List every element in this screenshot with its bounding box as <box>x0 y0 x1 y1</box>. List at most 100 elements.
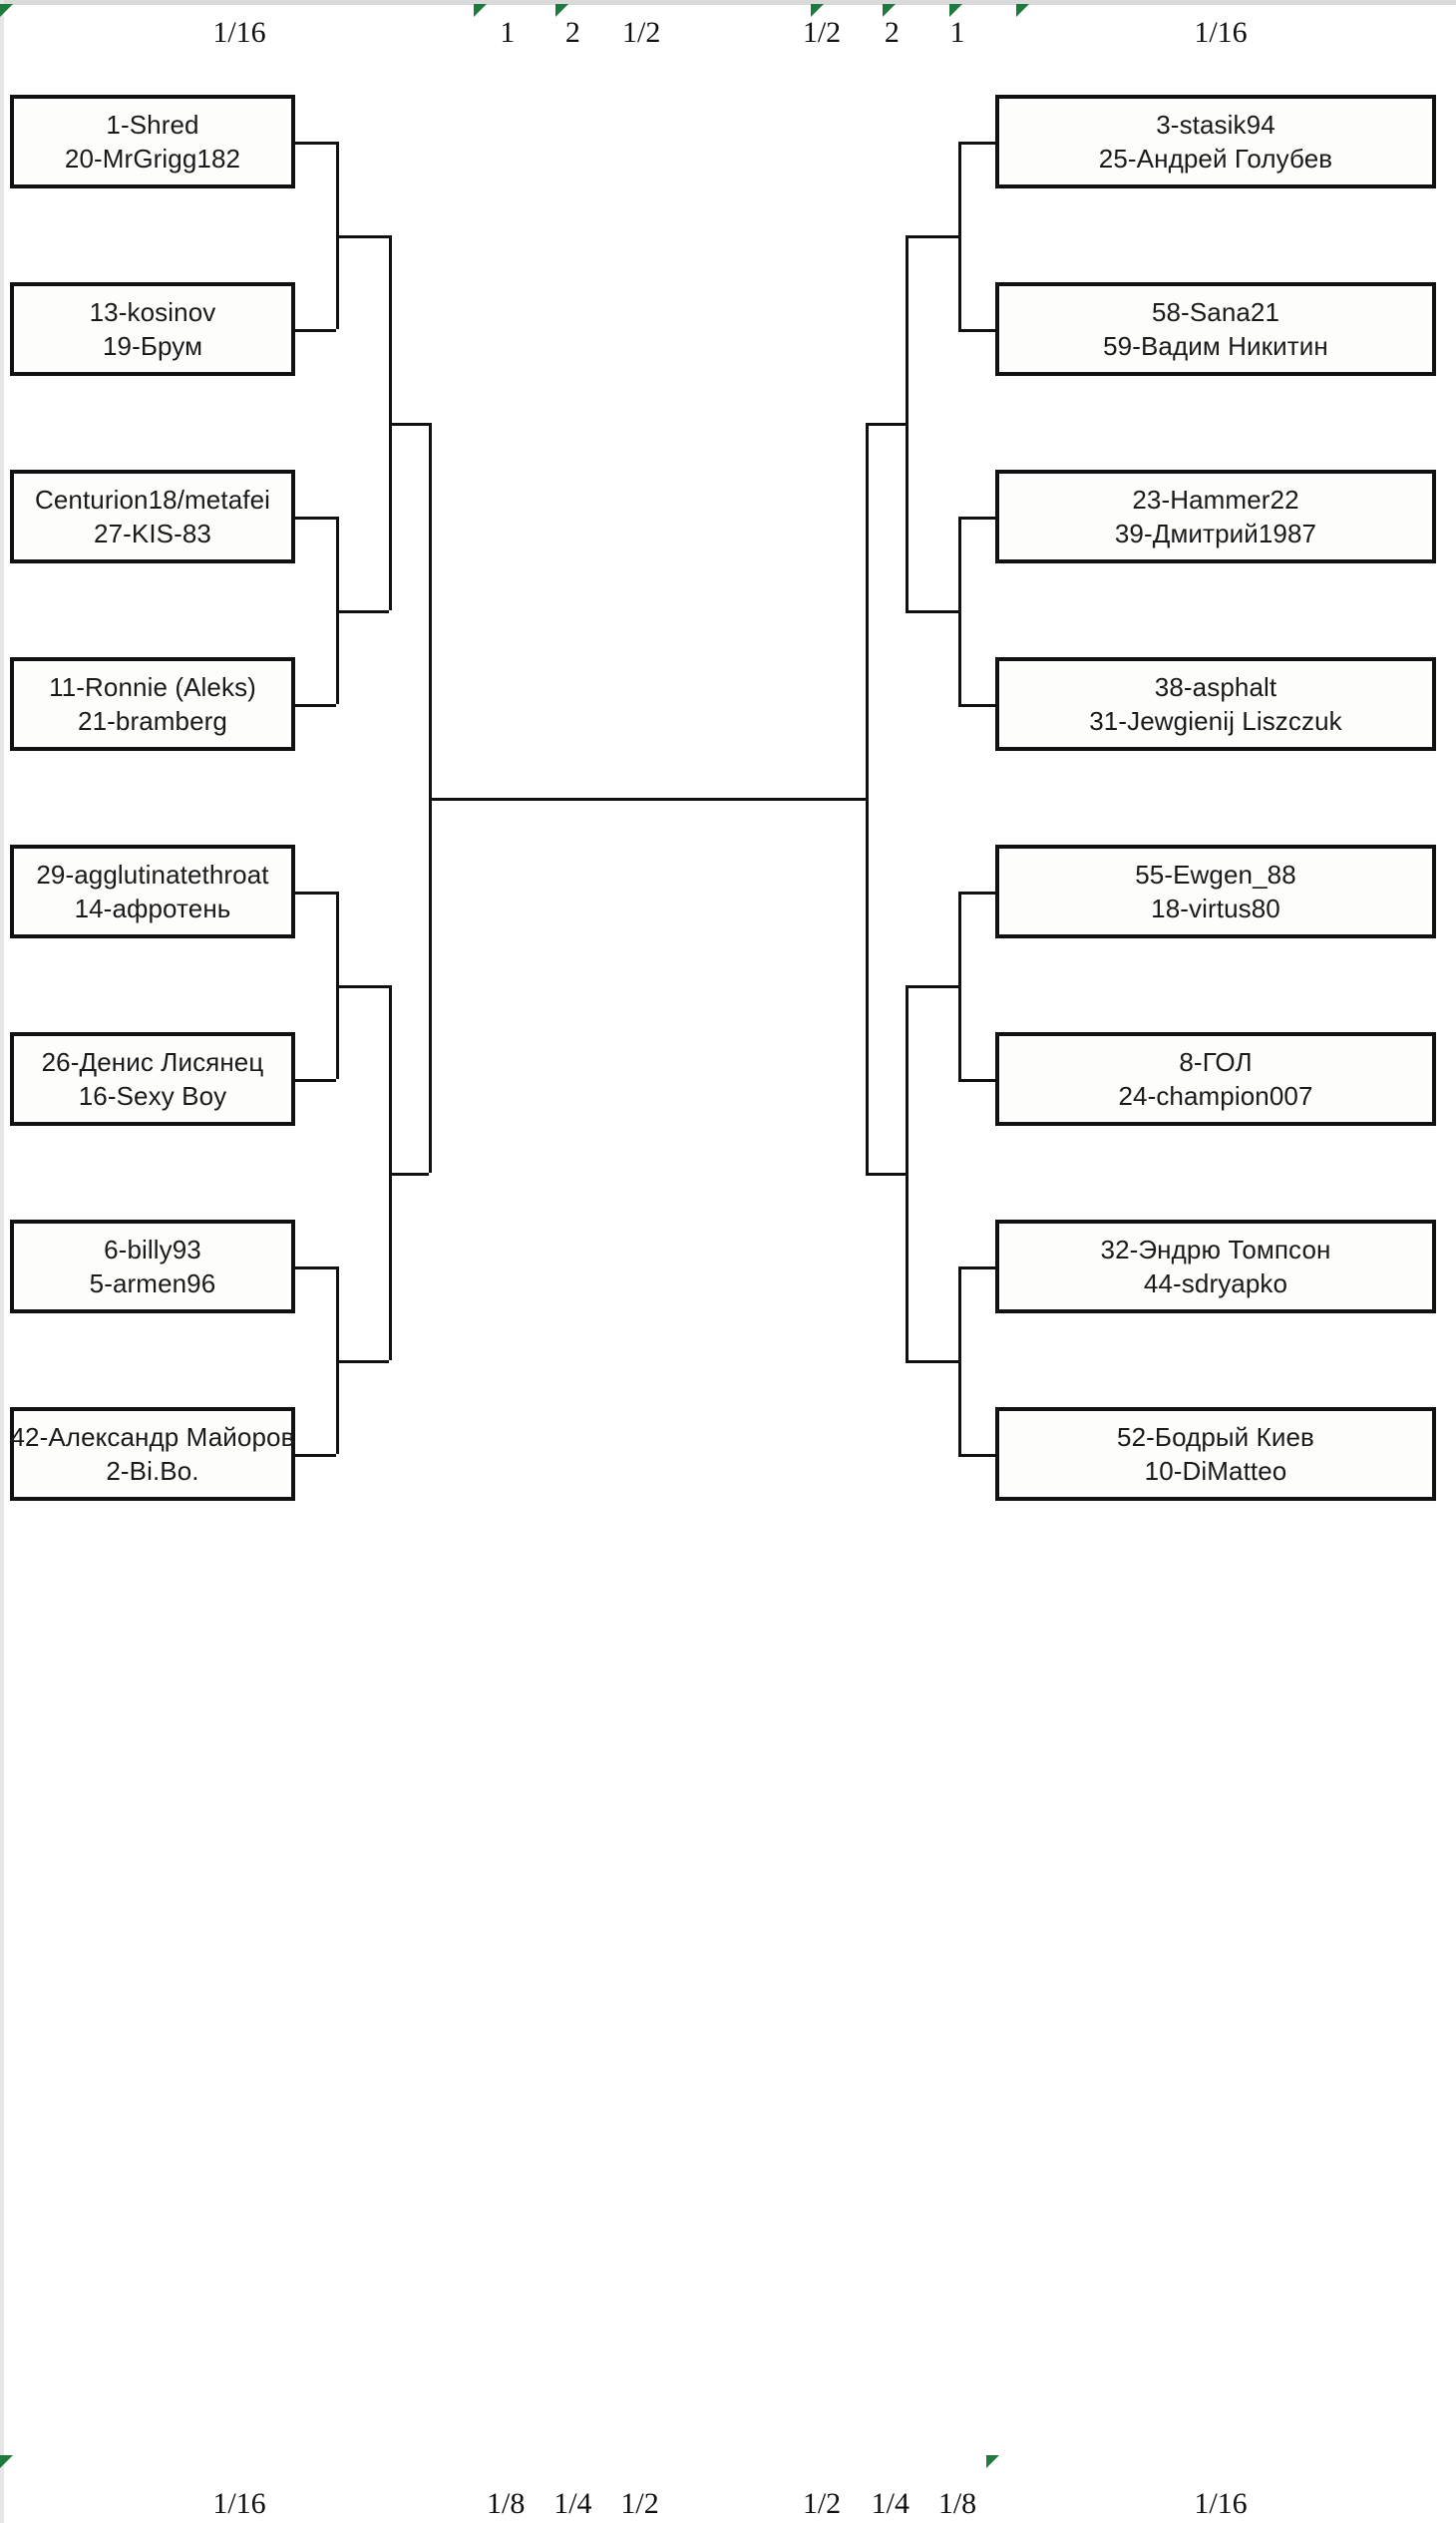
match-player-1: Centurion18/metafei <box>34 485 271 515</box>
connector-r8-join <box>906 235 909 610</box>
match-player-2: 24-champion007 <box>1118 1081 1313 1111</box>
connector-r4-out <box>389 423 429 426</box>
match-player-2: 39-Дмитрий1987 <box>1114 519 1317 548</box>
match-box[interactable]: 11-Ronnie (Aleks)21-bramberg <box>10 657 295 751</box>
round-label-top-2: 2 <box>884 16 900 49</box>
comment-marker-icon <box>554 4 568 17</box>
match-player-1: 29-agglutinatethroat <box>36 860 269 890</box>
match-box[interactable]: Centurion18/metafei 27-KIS-83 <box>10 470 295 563</box>
match-box[interactable]: 13-kosinov 19-Брум <box>10 282 295 376</box>
round-label-top-2: 2 <box>564 16 580 49</box>
match-player-1: 11-Ronnie (Aleks) <box>49 672 256 702</box>
round-label-bottom-1-2: 1/2 <box>802 2487 842 2520</box>
round-label-top-1-2: 1/2 <box>802 16 842 49</box>
connector-r16-stub <box>958 892 995 895</box>
connector-r16-join <box>958 142 961 329</box>
match-box[interactable]: 32-Эндрю Томпсон 44-sdryapko <box>995 1220 1436 1313</box>
match-player-2: 19-Брум <box>102 331 203 361</box>
round-label-bottom-1-16: 1/16 <box>1194 2487 1248 2520</box>
connector-r16-stub <box>295 704 336 707</box>
connector-r4-out <box>866 1173 906 1176</box>
connector-r8-out <box>336 610 389 613</box>
match-player-1: 13-kosinov <box>89 297 216 327</box>
connector-r16-stub <box>295 1454 336 1457</box>
match-player-2: 59-Вадим Никитин <box>1103 331 1328 361</box>
connector-semifinal-right <box>688 798 866 801</box>
round-label-bottom-1-4: 1/4 <box>871 2487 910 2520</box>
match-box[interactable]: 6-billy93 5-armen96 <box>10 1220 295 1313</box>
match-box[interactable]: 8-ГОЛ 24-champion007 <box>995 1032 1436 1126</box>
connector-r16-stub <box>295 892 336 895</box>
match-player-2: 5-armen96 <box>89 1268 216 1298</box>
match-player-2: 18-virtus80 <box>1151 894 1280 923</box>
connector-r8-out <box>336 985 389 988</box>
match-player-1: 8-ГОЛ <box>1179 1047 1253 1077</box>
match-box[interactable]: 52-Бодрый Киев 10-DiMatteo <box>995 1407 1436 1501</box>
match-player-2: 16-Sexy Boy <box>78 1081 227 1111</box>
match-box[interactable]: 1-Shred 20-MrGrigg182 <box>10 95 295 188</box>
sheet-left-edge <box>0 0 4 2523</box>
match-box[interactable]: 3-stasik94 25-Андрей Голубев <box>995 95 1436 188</box>
match-player-2: 14-афротень <box>74 894 231 923</box>
match-player-1: 38-asphalt <box>1154 672 1277 702</box>
match-box[interactable]: 23-Hammer22 39-Дмитрий1987 <box>995 470 1436 563</box>
round-label-top-1-16: 1/16 <box>1194 16 1248 49</box>
round-label-bottom-1-16: 1/16 <box>212 2487 266 2520</box>
connector-r8-out <box>906 235 958 238</box>
connector-r16-stub <box>958 329 995 332</box>
round-label-top-1: 1 <box>949 16 965 49</box>
match-player-2: 25-Андрей Голубев <box>1098 144 1333 174</box>
round-label-top-1: 1 <box>500 16 516 49</box>
connector-r16-join <box>958 1266 961 1454</box>
connector-r16-stub <box>295 142 336 145</box>
match-box[interactable]: 26-Денис Лисянец 16-Sexy Boy <box>10 1032 295 1126</box>
match-player-1: 3-stasik94 <box>1156 110 1275 140</box>
connector-r16-stub <box>958 517 995 520</box>
connector-r8-out <box>336 235 389 238</box>
round-label-bottom-1-8: 1/8 <box>937 2487 977 2520</box>
round-label-bottom-1-8: 1/8 <box>487 2487 526 2520</box>
match-player-1: 6-billy93 <box>104 1235 201 1264</box>
connector-r16-stub <box>295 1079 336 1082</box>
match-player-1: 32-Эндрю Томпсон <box>1100 1235 1331 1264</box>
match-player-1: 52-Бодрый Киев <box>1117 1422 1314 1452</box>
connector-r16-stub <box>295 1266 336 1269</box>
match-player-1: 1-Shred <box>106 110 199 140</box>
match-player-2: 10-DiMatteo <box>1144 1456 1287 1486</box>
connector-r4-out <box>389 1173 429 1176</box>
connector-r8-out <box>906 610 958 613</box>
match-player-2: 20-MrGrigg182 <box>64 144 241 174</box>
match-box[interactable]: 29-agglutinatethroat 14-афротень <box>10 845 295 938</box>
comment-marker-icon <box>474 4 488 17</box>
connector-r4-join <box>866 423 869 1173</box>
match-player-1: 42-Александр Майоров <box>10 1422 295 1452</box>
match-player-1: 26-Денис Лисянец <box>41 1047 264 1077</box>
round-label-bottom-1-4: 1/4 <box>553 2487 592 2520</box>
connector-r16-stub <box>958 1266 995 1269</box>
connector-r16-stub <box>958 1454 995 1457</box>
comment-marker-icon <box>1016 4 1030 17</box>
match-player-1: 23-Hammer22 <box>1132 485 1299 515</box>
connector-r4-out <box>866 423 906 426</box>
connector-r16-stub <box>958 1079 995 1082</box>
connector-final-crossbar <box>606 798 688 801</box>
comment-marker-icon <box>810 4 824 17</box>
connector-r16-stub <box>958 142 995 145</box>
match-player-2: 44-sdryapko <box>1143 1268 1288 1298</box>
connector-r16-join <box>958 517 961 704</box>
connector-r8-out <box>906 1360 958 1363</box>
round-label-bottom-1-2: 1/2 <box>620 2487 659 2520</box>
connector-r16-stub <box>295 517 336 520</box>
round-label-top-1-16: 1/16 <box>212 16 266 49</box>
comment-marker-icon <box>882 4 896 17</box>
comment-marker-icon <box>0 4 13 17</box>
match-player-2: 27-KIS-83 <box>94 519 211 548</box>
connector-r8-join <box>906 985 909 1360</box>
sheet-top-edge <box>0 0 1456 5</box>
connector-r8-out <box>906 985 958 988</box>
connector-r16-stub <box>295 329 336 332</box>
